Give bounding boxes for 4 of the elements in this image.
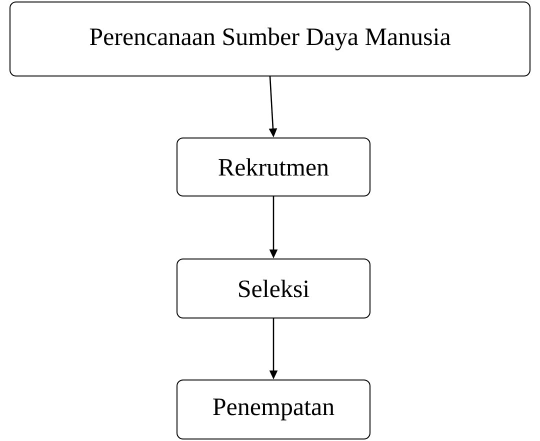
process-box: Seleksi bbox=[176, 258, 370, 318]
process-box: Rekrutmen bbox=[176, 138, 370, 196]
process-box: Penempatan bbox=[176, 379, 370, 440]
process-box: Perencanaan Sumber Daya Manusia bbox=[10, 2, 530, 76]
